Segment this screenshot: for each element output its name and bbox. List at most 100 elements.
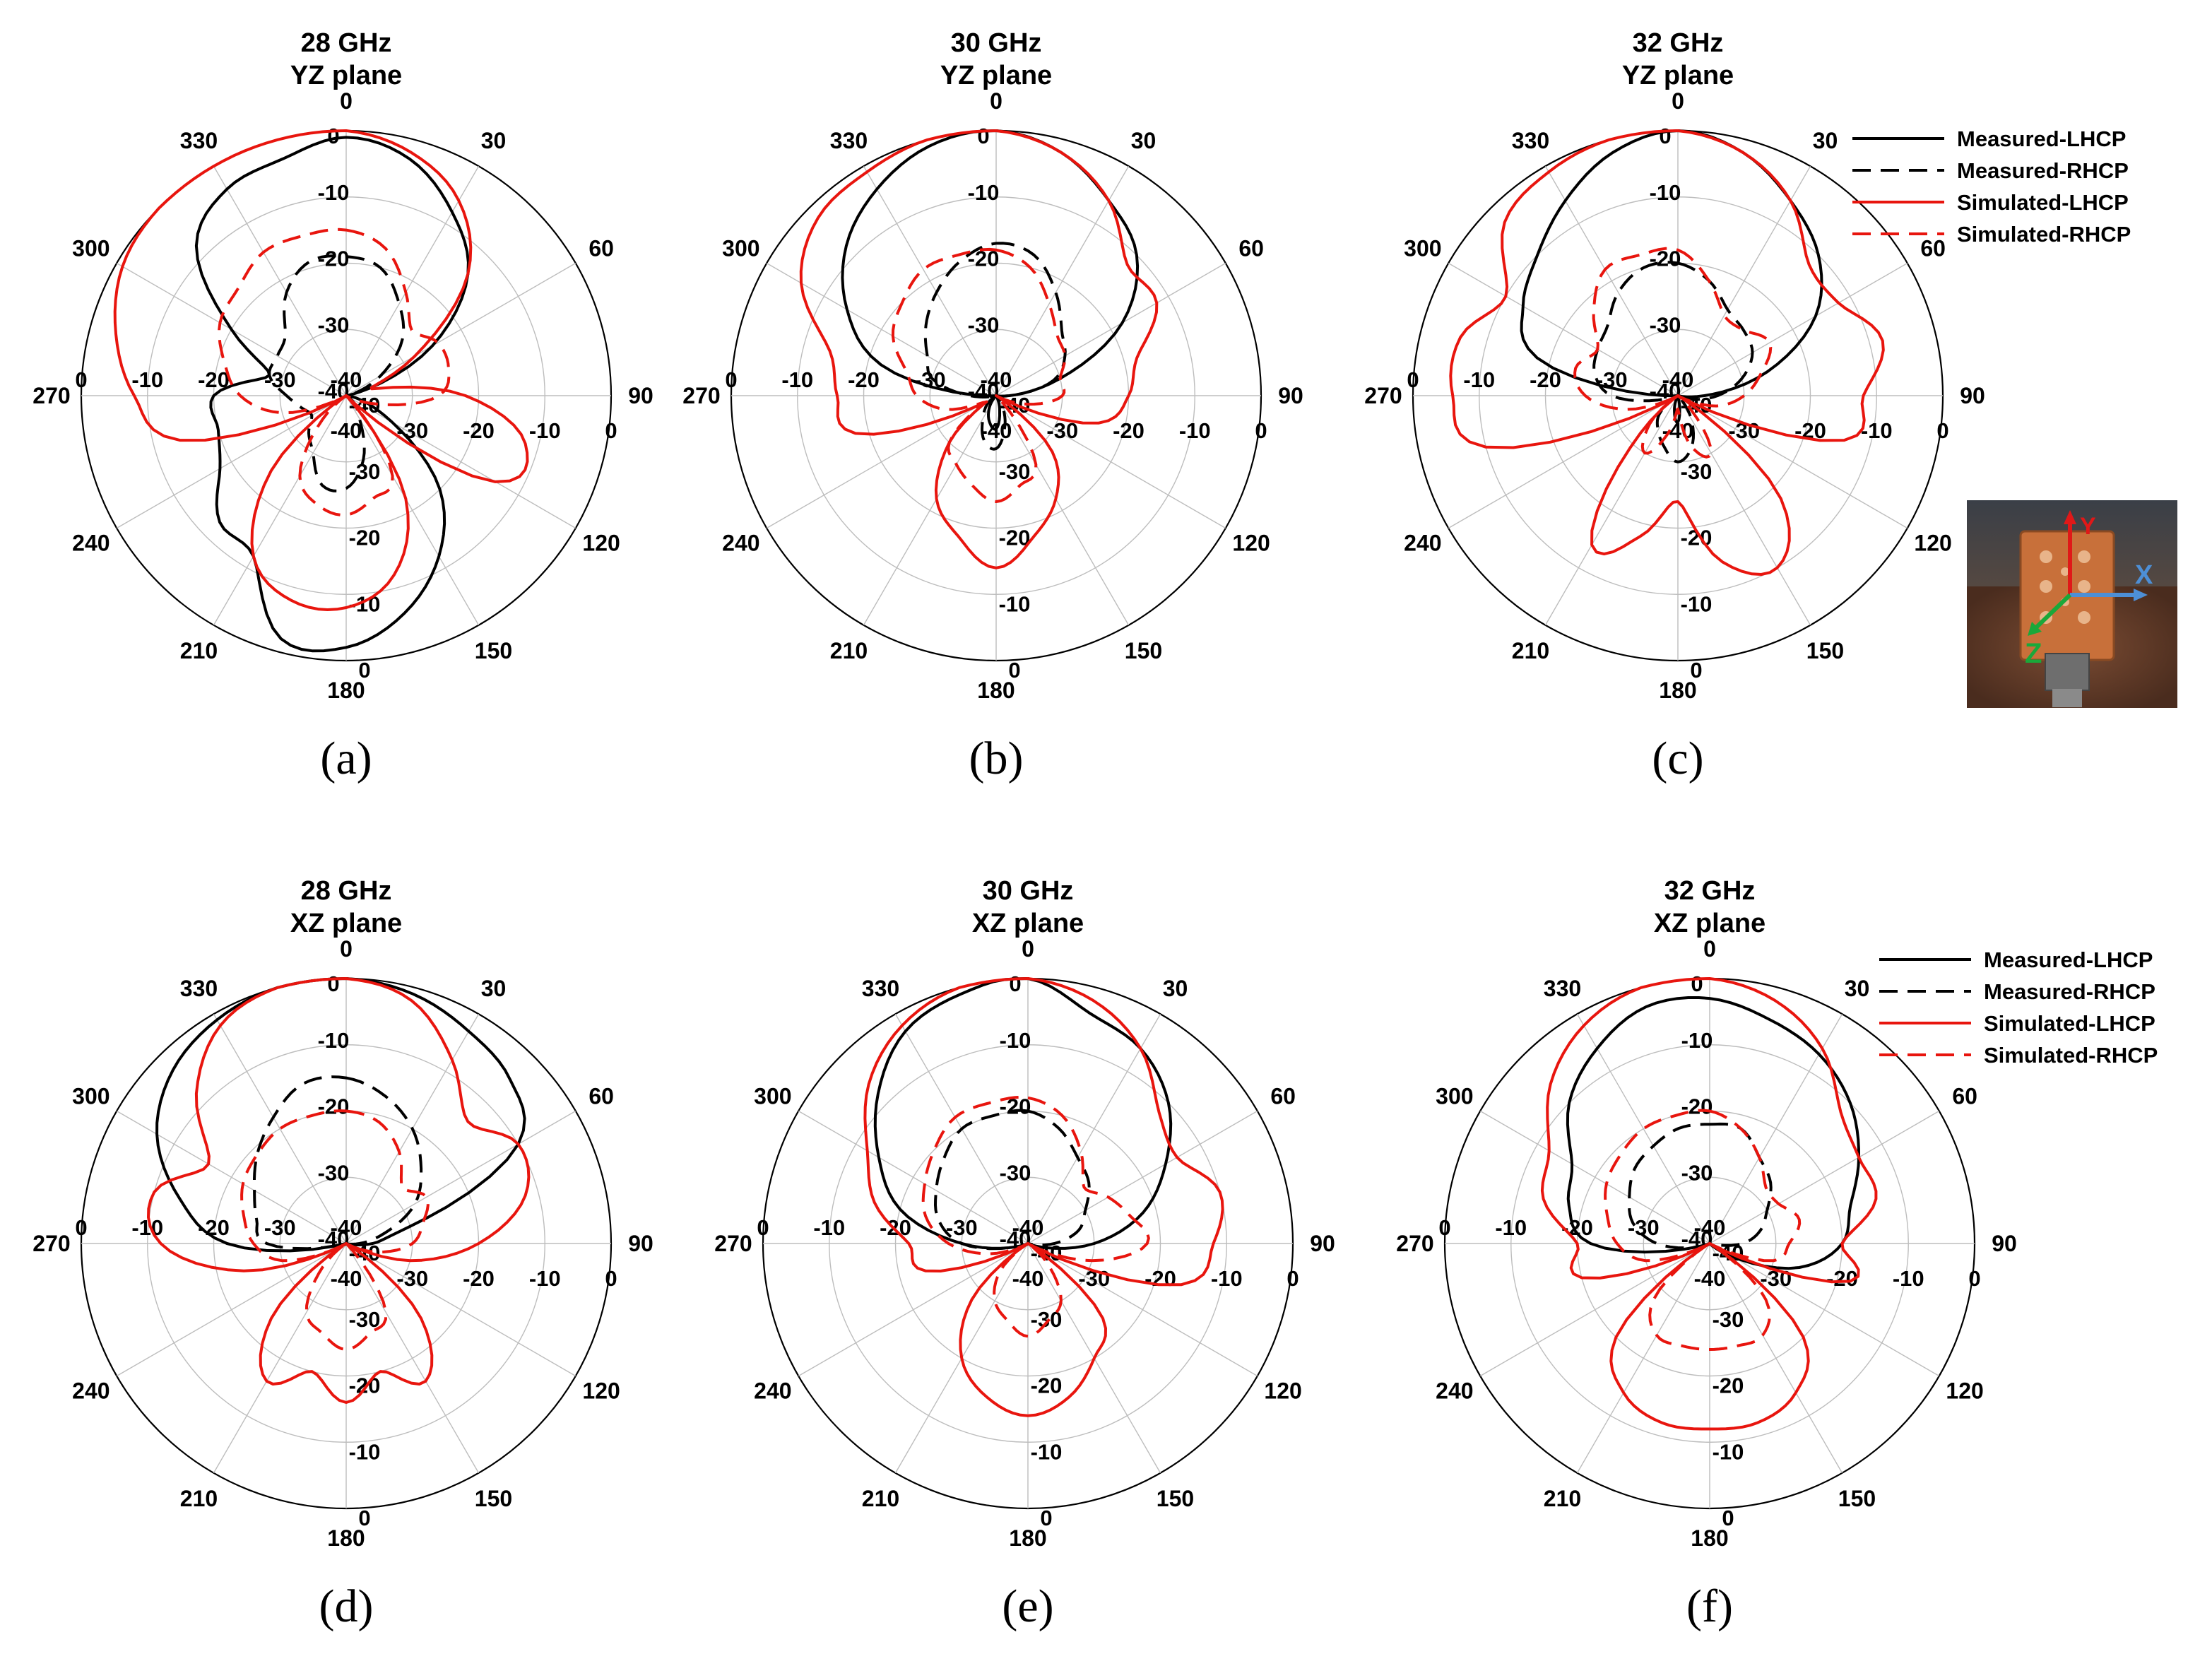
angle-tick-label: 60 <box>1270 1084 1296 1109</box>
radial-tick-label: -20 <box>318 247 350 271</box>
radial-tick-label: -20 <box>1561 1215 1593 1240</box>
grid-spoke <box>1709 1243 1940 1377</box>
grid-spoke <box>1448 395 1679 529</box>
angle-tick-label: 90 <box>1992 1231 2017 1256</box>
radial-tick-label: 0 <box>358 658 370 683</box>
radial-tick-label: 0 <box>75 367 87 392</box>
radial-tick-label: 0 <box>757 1215 769 1240</box>
radial-tick-label: -30 <box>999 459 1031 484</box>
radial-tick-label: -20 <box>848 367 880 392</box>
grid-spoke <box>1709 1110 1940 1244</box>
angle-tick-label: 90 <box>1278 383 1303 408</box>
angle-tick-label: 0 <box>1703 936 1716 962</box>
angle-tick-label: 180 <box>327 678 365 703</box>
legend-label: Simulated-RHCP <box>1984 1043 2158 1068</box>
radial-tick-label: 0 <box>1936 418 1948 443</box>
panel-label: (d) <box>319 1581 374 1632</box>
grid-spoke <box>1677 395 1811 626</box>
series-line-measured-rhcp <box>253 1075 423 1251</box>
chart-title: 28 GHz <box>301 28 392 58</box>
radial-tick-label: -40 <box>331 418 362 443</box>
angle-tick-label: 60 <box>1952 1084 1977 1109</box>
series-line-measured-rhcp <box>1592 261 1754 463</box>
angle-tick-label: 270 <box>32 383 70 408</box>
grid-spoke <box>798 1243 1029 1377</box>
grid-spoke <box>213 1013 347 1244</box>
series-line-simulated-lhcp <box>113 129 529 611</box>
radial-tick-label: -10 <box>1650 180 1681 205</box>
grid-spoke <box>345 395 480 626</box>
radial-tick-label: -10 <box>1681 591 1713 616</box>
grid-spoke <box>1677 262 1908 396</box>
radial-tick-label: -10 <box>131 367 163 392</box>
radial-tick-label: -30 <box>1000 1160 1031 1185</box>
angle-tick-label: 0 <box>340 88 353 114</box>
polar-panels: 0 30 60 90 120 150 180 210 240 270 300 330 0 -10 -20 -3… <box>32 28 2016 1632</box>
radial-tick-label: 0 <box>977 124 989 148</box>
angle-tick-label: 210 <box>1512 638 1549 663</box>
legend-bottom: Measured-LHCPMeasured-RHCPSimulated-LHCP… <box>1879 947 2158 1068</box>
radial-tick-label: 0 <box>1008 658 1020 683</box>
chart-title: XZ plane <box>972 909 1084 938</box>
angle-tick-label: 120 <box>582 531 620 556</box>
legend-label: Simulated-LHCP <box>1957 190 2129 215</box>
radial-tick-label: -30 <box>1650 312 1681 337</box>
angle-tick-label: 240 <box>754 1378 791 1404</box>
series-line-measured-rhcp <box>923 242 1067 451</box>
series-line-simulated-lhcp <box>1449 129 1885 576</box>
angle-tick-label: 240 <box>722 531 759 556</box>
angle-tick-label: 270 <box>714 1231 752 1256</box>
radial-tick-label: -20 <box>349 1374 381 1398</box>
series-line-simulated-lhcp <box>147 977 531 1404</box>
legend-top: Measured-LHCPMeasured-RHCPSimulated-LHCP… <box>1852 126 2131 247</box>
chart-title: XZ plane <box>290 909 402 938</box>
legend-label: Simulated-LHCP <box>1984 1011 2155 1036</box>
chart-title: 30 GHz <box>983 876 1074 906</box>
grid-spoke <box>1479 1243 1710 1377</box>
angle-tick-label: 330 <box>862 976 899 1001</box>
angle-tick-label: 240 <box>1404 531 1441 556</box>
radial-tick-label: -10 <box>1000 1028 1031 1053</box>
radial-tick-label: 0 <box>1722 1506 1734 1530</box>
angle-tick-label: 90 <box>628 1231 653 1256</box>
radial-tick-label: -40 <box>331 1266 362 1291</box>
angle-tick-label: 180 <box>327 1525 365 1551</box>
radial-tick-label: -30 <box>968 312 1000 337</box>
radial-tick-label: -30 <box>1713 1307 1744 1332</box>
grid-spoke <box>1027 1110 1258 1244</box>
grid-spoke <box>116 1110 347 1244</box>
radial-tick-label: -10 <box>1211 1266 1243 1291</box>
radial-tick-label: 0 <box>1287 1266 1299 1291</box>
radial-tick-label: -20 <box>318 1094 350 1119</box>
angle-tick-label: 180 <box>1009 1525 1046 1551</box>
radial-tick-label: -10 <box>349 1439 381 1464</box>
angle-tick-label: 300 <box>722 236 759 261</box>
series-line-measured-lhcp <box>841 129 1140 431</box>
angle-tick-label: 120 <box>1232 531 1270 556</box>
chart-title: YZ plane <box>1622 61 1734 90</box>
angle-tick-label: 330 <box>1512 128 1549 153</box>
angle-tick-label: 210 <box>1544 1486 1581 1511</box>
radial-tick-label: 0 <box>1968 1266 1980 1291</box>
angle-tick-label: 210 <box>180 638 218 663</box>
angle-tick-label: 60 <box>1920 236 1946 261</box>
angle-tick-label: 270 <box>1396 1231 1433 1256</box>
chart-title: XZ plane <box>1654 909 1766 938</box>
radial-tick-label: -10 <box>529 418 561 443</box>
radial-tick-label: -20 <box>349 526 381 550</box>
angle-tick-label: 30 <box>481 976 507 1001</box>
grid-spoke <box>213 395 347 626</box>
radial-tick-label: 0 <box>327 124 339 148</box>
angle-tick-label: 120 <box>582 1378 620 1404</box>
angle-tick-label: 150 <box>1157 1486 1194 1511</box>
angle-tick-label: 150 <box>1806 638 1844 663</box>
angle-tick-label: 330 <box>1544 976 1581 1001</box>
radial-tick-label: -30 <box>318 312 350 337</box>
grid-spoke <box>798 1110 1029 1244</box>
angle-tick-label: 330 <box>180 128 218 153</box>
radial-tick-label: -10 <box>781 367 813 392</box>
panel-label: (e) <box>1002 1581 1053 1632</box>
antenna-photo: Y X Z <box>1967 500 2177 708</box>
angle-tick-label: 150 <box>1125 638 1162 663</box>
